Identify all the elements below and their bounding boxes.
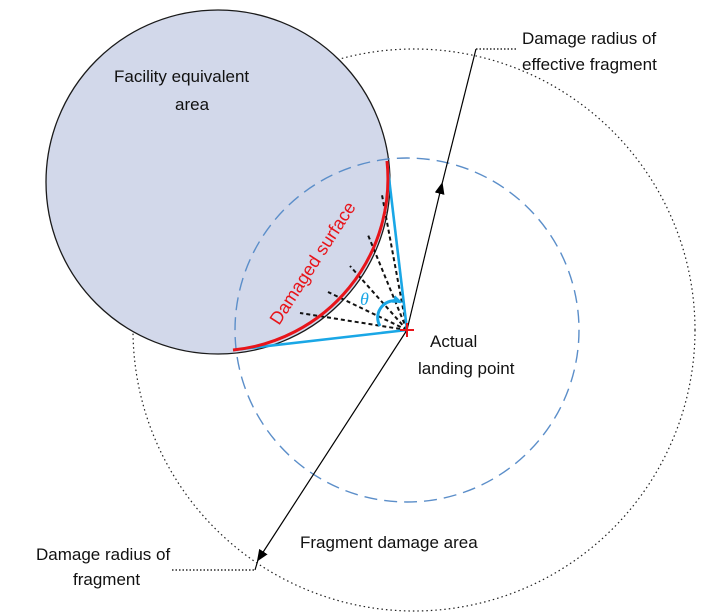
dashed-ray [367,234,408,331]
effective-radius-arrow-shaft [434,48,477,195]
upper-boundary-ray [385,160,409,331]
landing-label-line1: Actual [430,332,477,351]
boundary-rays [232,160,409,352]
fragment-radius-label-line2: fragment [73,570,140,589]
fragment-radius-leader [254,559,259,571]
effective-radius-label-line2: effective fragment [522,55,657,74]
landing-label-line2: landing point [418,359,515,378]
theta-angle-arc [376,295,403,327]
dashed-ray [349,265,408,331]
effective-radius-label-line1: Damage radius of [522,29,656,48]
fragment-radius-arrow [256,329,408,562]
facility-label-line1: Facility equivalent [114,67,249,86]
facility-equivalent-area-circle [45,9,391,355]
landing-point-mark [400,323,414,337]
fragment-radius-label-line1: Damage radius of [36,545,170,564]
lower-boundary-ray [232,328,408,352]
theta-label: θ [360,289,369,309]
fragment-area-label: Fragment damage area [300,533,478,552]
damaged-surface-arc [232,160,390,352]
facility-label-line2: area [175,95,210,114]
dashed-ray [381,194,408,331]
effective-radius-arrow [406,183,443,331]
effective-fragment-circle [234,157,580,503]
